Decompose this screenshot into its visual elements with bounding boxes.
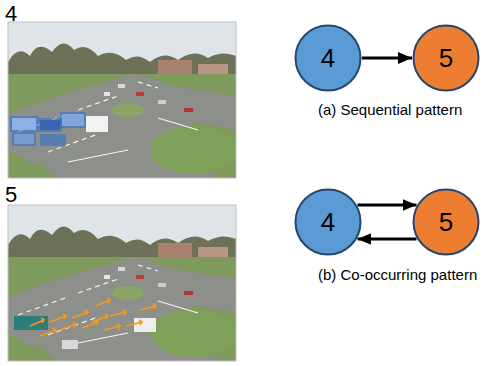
caption-text: (b) Co-occurring pattern <box>318 266 477 283</box>
arrow-connector <box>357 204 416 207</box>
caption-text: (a) Sequential pattern <box>318 101 462 118</box>
callout-number: 5 <box>5 182 17 208</box>
node-label: 5 <box>412 24 480 92</box>
pattern-node: 4 <box>294 24 362 92</box>
pattern-node: 5 <box>412 188 480 256</box>
pattern-node: 4 <box>294 188 362 256</box>
node-label: 5 <box>412 188 480 256</box>
arrow-connector <box>362 57 412 60</box>
callout-number: 4 <box>5 1 17 27</box>
arrow-connector <box>357 238 416 241</box>
node-label: 4 <box>294 24 362 92</box>
node-label: 4 <box>294 188 362 256</box>
pattern-node: 5 <box>412 24 480 92</box>
